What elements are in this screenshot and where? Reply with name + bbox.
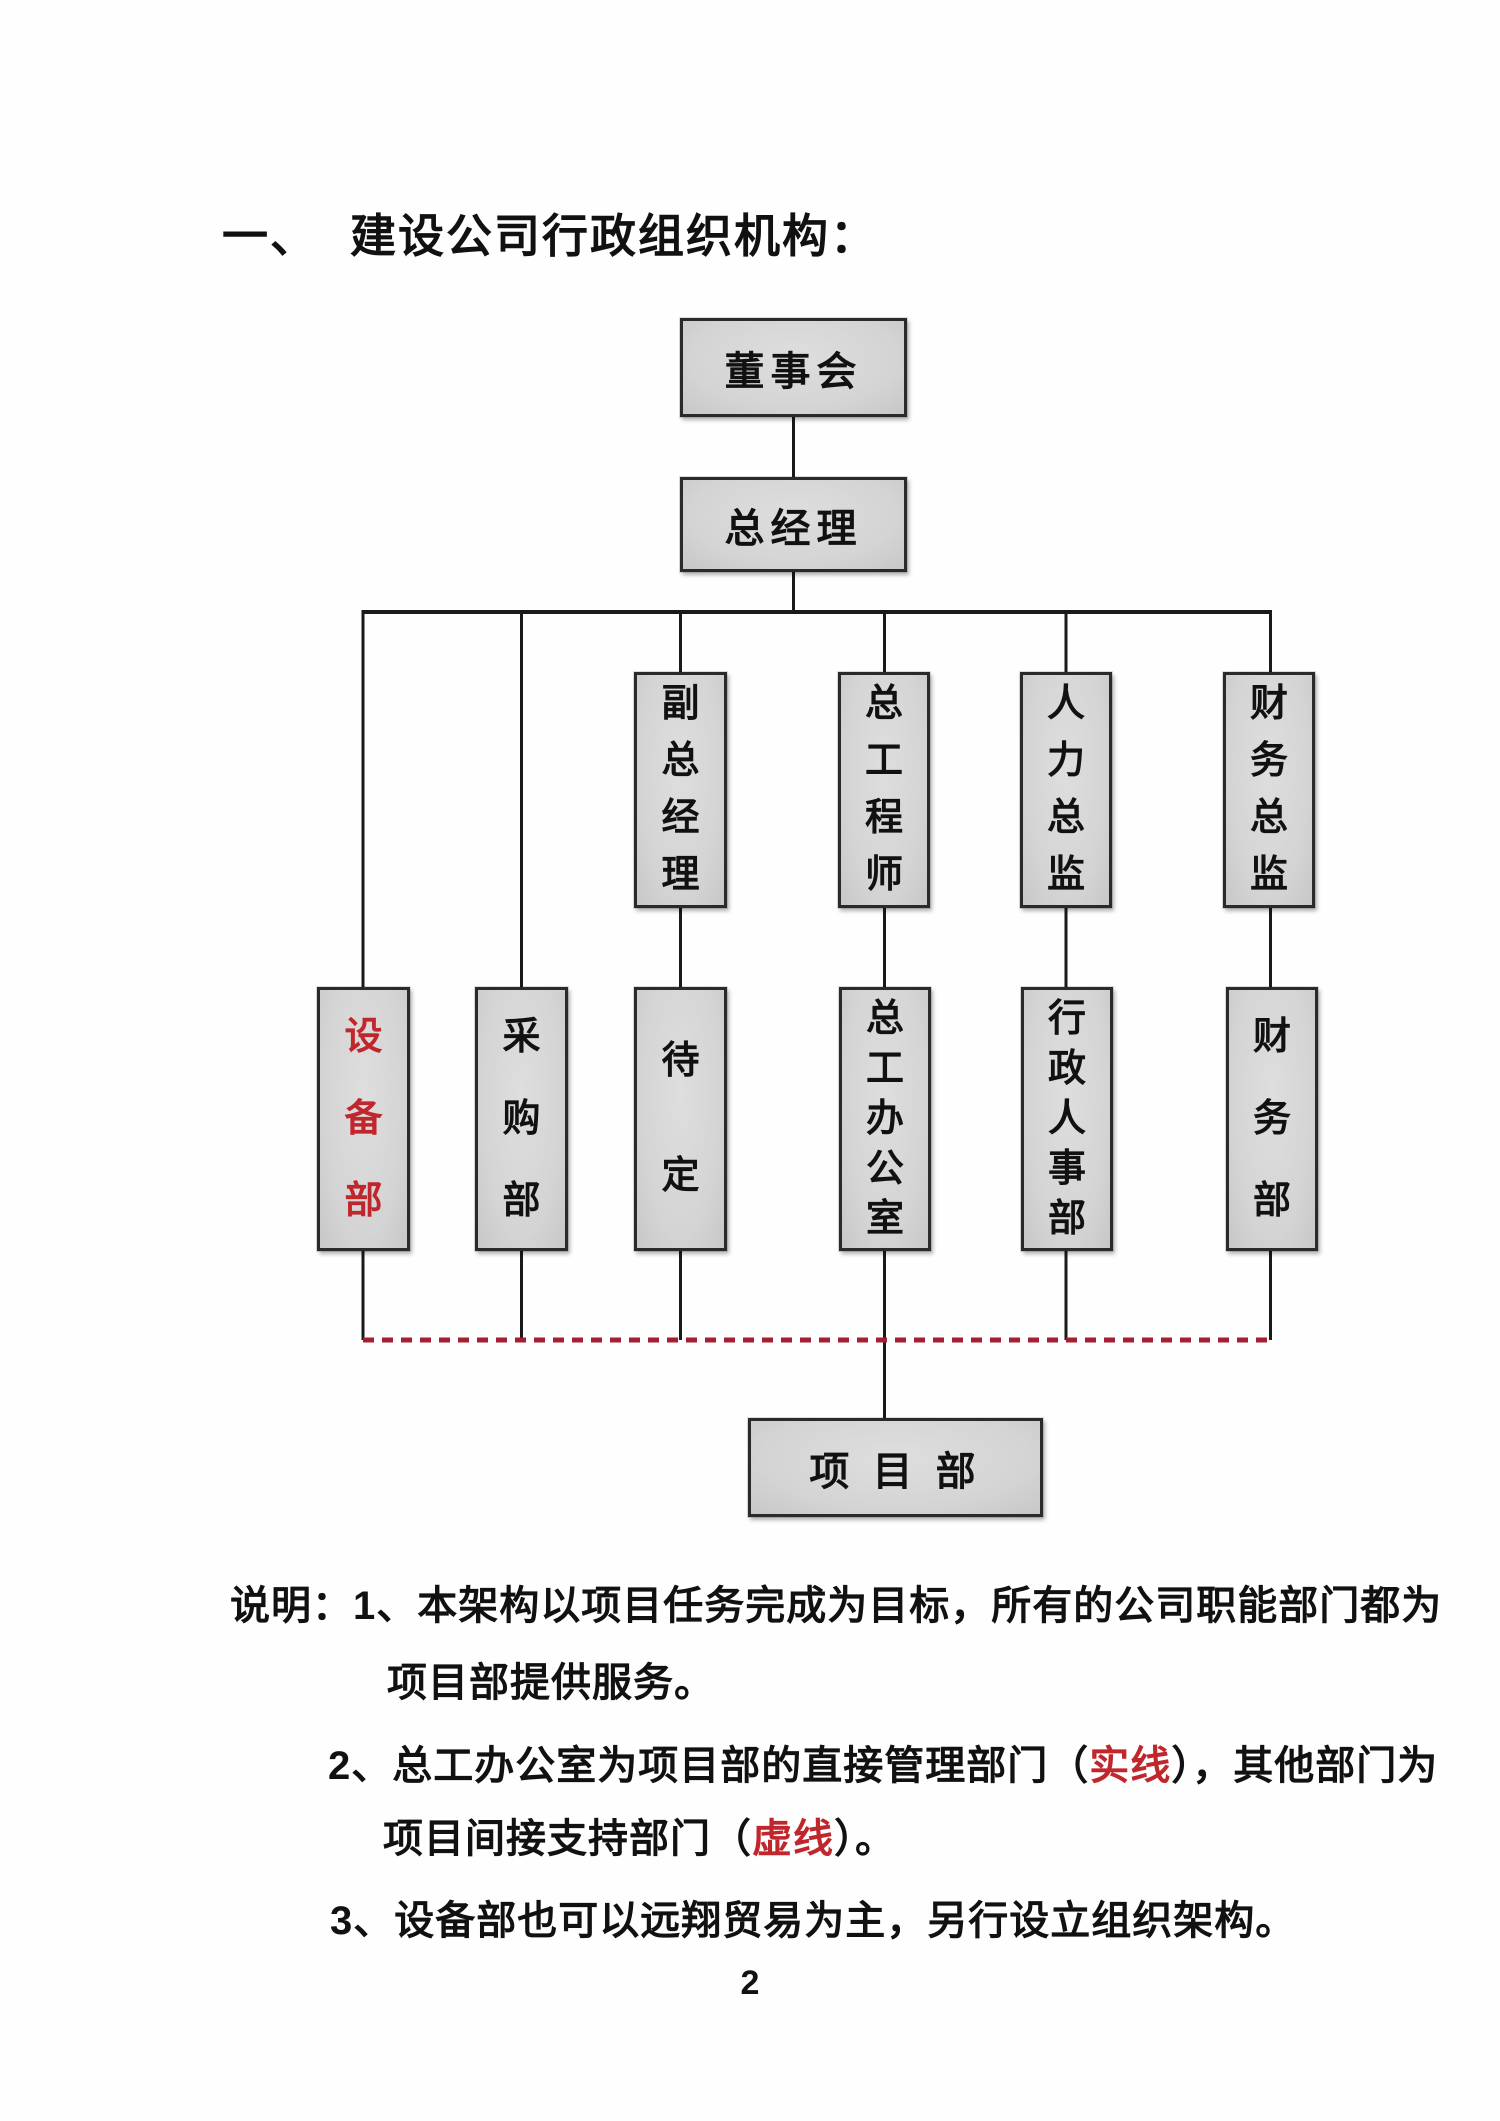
- org-node-deputy-general-manager-label: 副总经理: [661, 683, 700, 896]
- note-line-2-text: 项目部提供服务。: [387, 1661, 715, 1705]
- heading-text: 建设公司行政组织机构：: [350, 210, 878, 262]
- org-node-chief-engineer-office-label: 总工办公室: [865, 998, 904, 1240]
- org-node-admin-hr-dept: 行政人事部: [1021, 987, 1113, 1251]
- org-node-chief-engineer: 总工程师: [838, 672, 930, 908]
- org-node-board: 董事会: [680, 318, 907, 417]
- heading-numbering: 一、: [222, 210, 318, 262]
- org-node-hr-director: 人力总监: [1020, 672, 1112, 908]
- org-node-to-be-determined: 待定: [634, 987, 727, 1251]
- note-line-1: 说明：1、本架构以项目任务完成为目标，所有的公司职能部门都为: [230, 1573, 1442, 1631]
- org-node-procurement-dept-label: 采购部: [502, 1016, 541, 1222]
- org-node-equipment-dept-label: 设备部: [344, 1016, 383, 1222]
- org-node-deputy-general-manager: 副总经理: [634, 672, 727, 908]
- note-line-4: 项目间接支持部门（虚线）。: [383, 1806, 896, 1864]
- org-node-finance-dept: 财务部: [1226, 987, 1318, 1251]
- org-node-project-dept: 项 目 部: [748, 1418, 1043, 1517]
- org-node-finance-director: 财务总监: [1223, 672, 1315, 908]
- note-line-3-solid-line-keyword: 实线: [1089, 1744, 1172, 1788]
- org-node-procurement-dept: 采购部: [475, 987, 568, 1251]
- org-node-project-dept-label: 项 目 部: [809, 1449, 982, 1494]
- org-node-board-label: 董事会: [724, 349, 863, 394]
- org-node-general-manager: 总经理: [680, 477, 907, 572]
- note-line-4-text-after: ）。: [834, 1817, 896, 1861]
- note-line-2: 项目部提供服务。: [387, 1650, 715, 1708]
- org-node-hr-director-label: 人力总监: [1046, 683, 1085, 896]
- org-node-admin-hr-dept-label: 行政人事部: [1047, 998, 1086, 1240]
- org-node-chief-engineer-office: 总工办公室: [839, 987, 931, 1251]
- note-line-5: 3、设备部也可以远翔贸易为主，另行设立组织架构。: [330, 1888, 1296, 1946]
- org-node-equipment-dept: 设备部: [317, 987, 410, 1251]
- page-title: 一、建设公司行政组织机构：: [222, 200, 878, 266]
- note-line-3-text-after: ），其他部门为: [1171, 1744, 1439, 1788]
- note-line-4-text-before: 项目间接支持部门（: [383, 1817, 752, 1861]
- note-line-1-text: 说明：1、本架构以项目任务完成为目标，所有的公司职能部门都为: [230, 1584, 1443, 1628]
- page-number: 2: [740, 1964, 760, 2002]
- org-node-to-be-determined-label: 待定: [661, 1040, 700, 1197]
- org-node-finance-director-label: 财务总监: [1249, 683, 1288, 896]
- org-node-chief-engineer-label: 总工程师: [864, 683, 903, 896]
- org-node-general-manager-label: 总经理: [724, 506, 863, 551]
- note-line-3-text-before: 2、总工办公室为项目部的直接管理部门（: [328, 1744, 1090, 1788]
- note-line-4-dashed-line-keyword: 虚线: [752, 1817, 834, 1861]
- note-line-5-text: 3、设备部也可以远翔贸易为主，另行设立组织架构。: [330, 1899, 1297, 1943]
- note-line-3: 2、总工办公室为项目部的直接管理部门（实线），其他部门为: [328, 1733, 1438, 1791]
- org-node-finance-dept-label: 财务部: [1252, 1016, 1291, 1222]
